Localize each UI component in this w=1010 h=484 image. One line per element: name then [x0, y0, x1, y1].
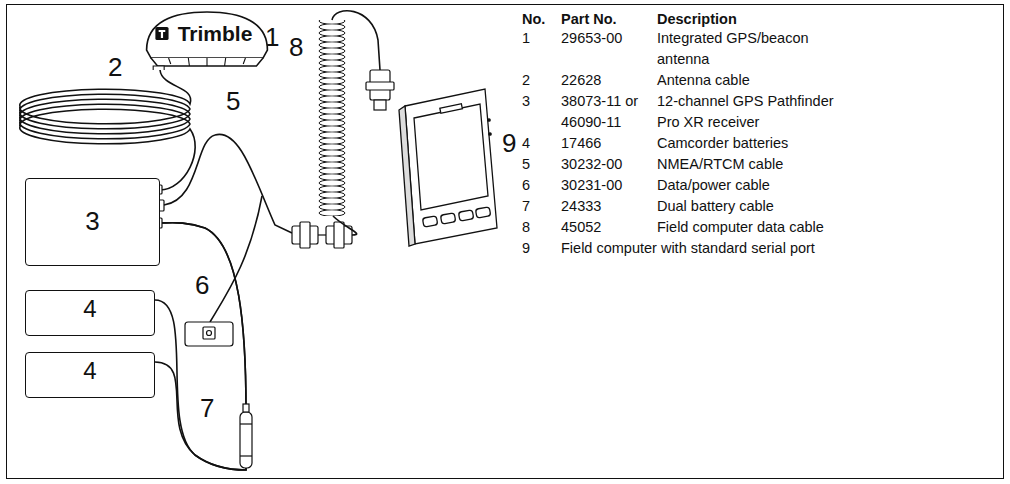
part-label: 4	[26, 357, 154, 385]
cable-connector	[155, 223, 246, 470]
antenna-dome: Trimble	[140, 8, 274, 70]
nmea-rtcm-cable	[164, 134, 292, 322]
table-item-number: 8	[522, 217, 530, 238]
table-description: Camcorder batteries	[657, 133, 847, 154]
table-item-number: 5	[522, 154, 530, 175]
receiver-box: 3	[25, 178, 160, 266]
table-item-number: 7	[522, 196, 530, 217]
battery-pack: 4	[25, 352, 155, 398]
callout-number: 8	[289, 32, 303, 62]
field-computer	[399, 89, 497, 246]
battery-cable-junction	[240, 404, 252, 468]
callout-number: 7	[200, 393, 214, 423]
callout-number: 9	[502, 128, 516, 158]
part-label: 4	[26, 295, 154, 323]
table-header: Part No.	[561, 9, 617, 30]
callout-number: 6	[195, 270, 209, 300]
table-description: 12-channel GPS Pathfinder Pro XR receive…	[657, 91, 847, 133]
callout-number: 1	[265, 22, 279, 52]
coiled-data-cable	[317, 11, 394, 235]
table-description: Dual battery cable	[657, 196, 847, 217]
table-part-number: 30231-00	[561, 175, 653, 196]
rtcm-inline-box	[185, 322, 233, 346]
table-part-number: 38073-11 or 46090-11	[561, 91, 653, 133]
table-item-number: 9	[522, 238, 530, 259]
table-header: No.	[522, 9, 545, 30]
table-item-number: 3	[522, 91, 530, 112]
table-header: Description	[657, 9, 737, 30]
figure-frame	[7, 5, 1004, 479]
callout-number: 5	[226, 86, 240, 116]
table-part-number: 30232-00	[561, 154, 653, 175]
table-description: Field computer with standard serial port	[561, 238, 815, 259]
table-description: Integrated GPS/beacon antenna	[657, 28, 847, 70]
table-item-number: 2	[522, 70, 530, 91]
cable-connector	[155, 223, 246, 470]
table-part-number: 29653-00	[561, 28, 653, 49]
cable-connector	[20, 70, 195, 190]
table-item-number: 4	[522, 133, 530, 154]
table-description: Field computer data cable	[657, 217, 847, 238]
table-part-number: 17466	[561, 133, 653, 154]
table-part-number: 22628	[561, 70, 653, 91]
serial-connectors	[292, 222, 352, 248]
table-description: Antenna cable	[657, 70, 847, 91]
part-label: 3	[26, 207, 159, 237]
table-description: NMEA/RTCM cable	[657, 154, 847, 175]
table-part-number: 45052	[561, 217, 653, 238]
table-item-number: 1	[522, 28, 530, 49]
part-label: Trimble	[156, 22, 274, 46]
table-part-number: 24333	[561, 196, 653, 217]
battery-pack: 4	[25, 290, 155, 336]
table-item-number: 6	[522, 175, 530, 196]
table-description: Data/power cable	[657, 175, 847, 196]
callout-number: 2	[108, 52, 122, 82]
